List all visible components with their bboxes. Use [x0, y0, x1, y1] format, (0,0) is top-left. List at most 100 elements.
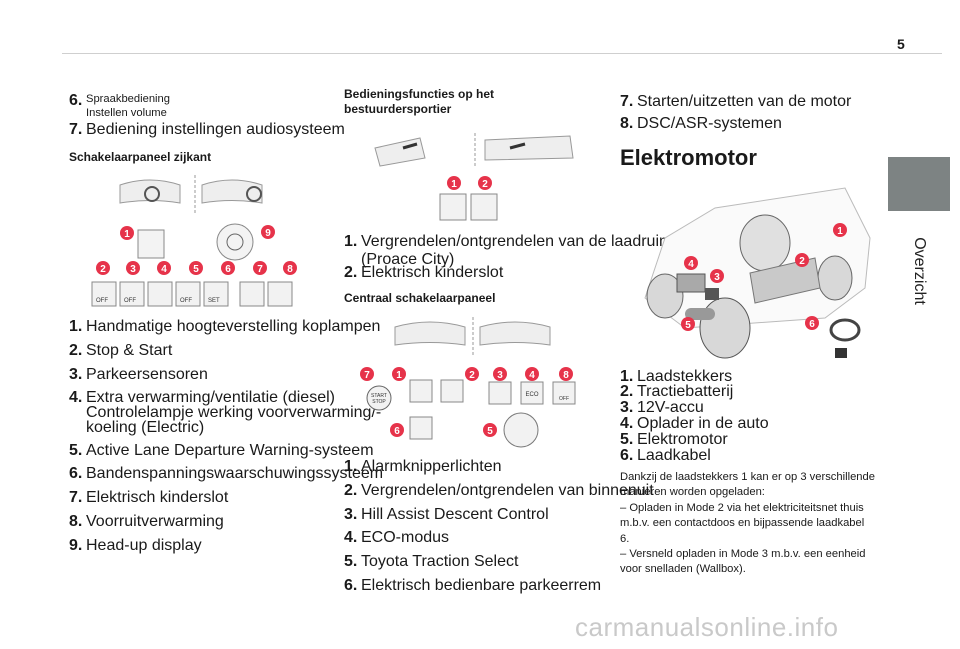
- callout-number: 7: [364, 370, 370, 381]
- callout-number: 6: [809, 319, 815, 330]
- callout-number: 2: [482, 179, 488, 190]
- item-number: 5.: [620, 431, 634, 448]
- section-title: Elektromotor: [620, 145, 757, 170]
- callout-badge: 1: [120, 226, 134, 240]
- center-switch-panel-figure: START STOP ECO OFF 7 1 2 3 4 8 6 5: [360, 317, 576, 448]
- item-text: Stop & Start: [86, 342, 173, 359]
- callout-number: 8: [563, 370, 569, 381]
- callout-badge: 1: [447, 176, 461, 190]
- item-number: 7.: [620, 93, 634, 110]
- item-number: 1.: [344, 458, 358, 475]
- callout-number: 1: [396, 370, 402, 381]
- callout-badge: 4: [157, 261, 171, 275]
- list-item: 3.Parkeersensoren: [69, 366, 208, 384]
- callout-number: 1: [124, 229, 130, 240]
- list-item: 5.Elektromotor: [620, 431, 728, 449]
- item-number: 8.: [69, 513, 83, 530]
- callout-number: 3: [497, 370, 503, 381]
- callout-badge: 6: [221, 261, 235, 275]
- list-item: 5.Active Lane Departure Warning-systeem: [69, 442, 374, 460]
- item-number: 1.: [69, 318, 83, 335]
- section-tab-label: Overzicht: [888, 216, 950, 326]
- item-text: Hill Assist Descent Control: [361, 506, 549, 523]
- item-number: 7.: [69, 121, 83, 138]
- item-number: 6.: [69, 465, 83, 482]
- list-item: 4.Extra verwarming/ventilatie (diesel) C…: [69, 389, 381, 436]
- list-item: 1.Vergrendelen/ontgrendelen van de laadr…: [344, 233, 686, 269]
- callout-badge: 2: [465, 367, 479, 381]
- callout-number: 4: [688, 259, 694, 270]
- list-item: 4.Oplader in de auto: [620, 415, 769, 433]
- item-text: Active Lane Departure Warning-systeem: [86, 442, 374, 459]
- item-text: Bediening instellingen audiosysteem: [86, 121, 345, 138]
- callout-number: 1: [837, 226, 843, 237]
- item-number: 1.: [344, 233, 358, 250]
- item-number: 9.: [69, 537, 83, 554]
- list-item: 2.Elektrisch kinderslot: [344, 264, 503, 282]
- callout-badge: 1: [833, 223, 847, 237]
- switch-label: OFF: [180, 298, 192, 304]
- list-item: 7.Elektrisch kinderslot: [69, 489, 228, 507]
- item-text: Toyota Traction Select: [361, 553, 519, 570]
- item-text: Elektrisch kinderslot: [86, 489, 229, 506]
- item-text: Vergrendelen/ontgrendelen van de laadrui…: [361, 233, 686, 268]
- eco-label: ECO: [525, 392, 538, 398]
- list-item: 3.Hill Assist Descent Control: [344, 506, 549, 524]
- driver-door-controls-figure: 1 2: [374, 133, 574, 221]
- list-item: 3.12V-accu: [620, 399, 704, 417]
- callout-badge: 3: [493, 367, 507, 381]
- item-number: 6.: [344, 577, 358, 594]
- item-text: Elektromotor: [637, 431, 728, 448]
- callout-badge: 6: [390, 423, 404, 437]
- item-number: 7.: [69, 489, 83, 506]
- item-text: Spraakbediening Instellen volume: [86, 93, 170, 119]
- callout-number: 6: [394, 426, 400, 437]
- list-item: 1.Laadstekkers: [620, 368, 732, 386]
- item-number: 1.: [620, 368, 634, 385]
- item-text: Bandenspanningswaarschuwingssysteem: [86, 465, 384, 482]
- callout-number: 1: [451, 179, 457, 190]
- callout-badge: 7: [360, 367, 374, 381]
- list-item: 2.Tractiebatterij: [620, 383, 733, 401]
- callout-badge: 7: [253, 261, 267, 275]
- callout-badge: 8: [559, 367, 573, 381]
- item-text: 12V-accu: [637, 399, 704, 416]
- list-item: 6.Laadkabel: [620, 447, 711, 465]
- section-tab: [888, 157, 950, 211]
- list-item: 4.ECO-modus: [344, 529, 449, 547]
- callout-badge: 6: [805, 316, 819, 330]
- item-text: Vergrendelen/ontgrendelen van binnenuit: [361, 482, 654, 499]
- callout-number: 8: [287, 264, 293, 275]
- item-number: 3.: [69, 366, 83, 383]
- section-heading: Centraal schakelaarpaneel: [344, 291, 496, 305]
- item-text: Head-up display: [86, 537, 202, 554]
- watermark: carmanualsonline.info: [575, 612, 839, 642]
- callout-badge: 5: [681, 317, 695, 331]
- callout-number: 9: [265, 228, 271, 239]
- switch-row: [91, 281, 293, 307]
- switch-label: OFF: [96, 298, 108, 304]
- item-text: Laadkabel: [637, 447, 711, 464]
- callout-number: 2: [469, 370, 475, 381]
- item-number: 6.: [69, 92, 83, 109]
- section-heading: Schakelaarpaneel zijkant: [69, 150, 212, 164]
- item-number: 5.: [344, 553, 358, 570]
- page-number: 5: [897, 36, 905, 52]
- callout-number: 3: [130, 264, 136, 275]
- callout-number: 5: [685, 320, 691, 331]
- item-text: Tractiebatterij: [637, 383, 734, 400]
- item-number: 2.: [620, 383, 634, 400]
- item-text: Laadstekkers: [637, 368, 733, 385]
- callout-badge: 2: [96, 261, 110, 275]
- stop-button-label: STOP: [372, 399, 386, 405]
- list-item: 6.Bandenspanningswaarschuwingssysteem: [69, 465, 383, 483]
- item-text: Alarmknipperlichten: [361, 458, 502, 475]
- callout-badge: 2: [478, 176, 492, 190]
- callout-badge: 2: [795, 253, 809, 267]
- electric-drivetrain-figure: 1 2 3 4 5 6: [644, 187, 871, 359]
- item-text: Elektrisch bedienbare parkeerrem: [361, 577, 602, 594]
- item-text: Voorruitverwarming: [86, 513, 224, 530]
- item-number: 4.: [69, 389, 83, 406]
- callout-number: 4: [529, 370, 535, 381]
- list-item: 9.Head-up display: [69, 537, 202, 555]
